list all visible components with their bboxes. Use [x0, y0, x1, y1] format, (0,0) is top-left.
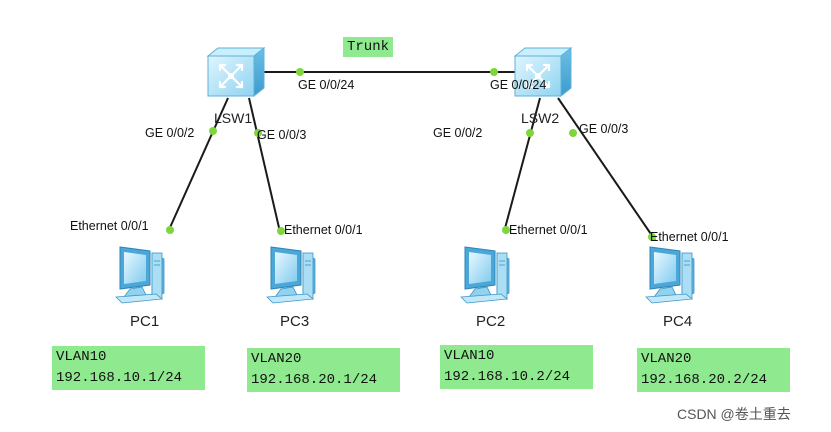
vlan-name: VLAN10 — [56, 349, 107, 365]
ip-address: 192.168.20.2/24 — [641, 372, 768, 388]
port-label: GE 0/0/24 — [298, 78, 354, 92]
desktop-pc-icon[interactable] — [266, 246, 316, 304]
link-lsw2-pc2 — [503, 97, 541, 233]
port-label: Ethernet 0/0/1 — [650, 230, 729, 244]
ip-address: 192.168.10.1/24 — [56, 370, 183, 386]
vlan-name: VLAN10 — [444, 348, 495, 364]
trunk-label: Trunk — [343, 37, 394, 57]
port-label: Ethernet 0/0/1 — [509, 223, 588, 237]
pc-name: PC3 — [280, 313, 309, 330]
pc-name: PC1 — [130, 313, 159, 330]
ip-address: 192.168.10.2/24 — [444, 369, 571, 385]
port-dot — [490, 68, 498, 76]
vlan-ip-box: VLAN10 192.168.10.1/24 — [52, 346, 205, 390]
ip-address: 192.168.20.1/24 — [251, 372, 378, 388]
vlan-ip-box: VLAN20 192.168.20.1/24 — [247, 348, 400, 392]
port-dot — [254, 129, 262, 137]
desktop-pc-icon[interactable] — [645, 246, 695, 304]
vlan-name: VLAN20 — [251, 351, 302, 367]
port-dot — [296, 68, 304, 76]
switch-name: LSW1 — [214, 110, 252, 126]
port-label: GE 0/0/3 — [579, 122, 628, 136]
links — [167, 71, 656, 241]
port-dot — [166, 226, 174, 234]
port-label: GE 0/0/2 — [433, 126, 482, 140]
pc-name: PC2 — [476, 313, 505, 330]
port-label: Ethernet 0/0/1 — [70, 219, 149, 233]
pc-name: PC4 — [663, 313, 692, 330]
vlan-ip-box: VLAN20 192.168.20.2/24 — [637, 348, 790, 392]
port-label: GE 0/0/3 — [257, 128, 306, 142]
port-label: Ethernet 0/0/1 — [284, 223, 363, 237]
port-dot — [502, 226, 510, 234]
port-label: GE 0/0/24 — [490, 78, 546, 92]
watermark: CSDN @卷土重去 — [677, 406, 791, 422]
layer3-switch-icon[interactable] — [206, 46, 266, 98]
vlan-name: VLAN20 — [641, 351, 692, 367]
vlan-ip-box: VLAN10 192.168.10.2/24 — [440, 345, 593, 389]
port-dot — [526, 129, 534, 137]
port-dot — [277, 227, 285, 235]
port-dot — [648, 233, 656, 241]
link-lsw1-pc3 — [248, 97, 281, 233]
link-lsw1-pc1 — [167, 97, 229, 233]
port-dots — [166, 68, 656, 241]
port-label: GE 0/0/2 — [145, 126, 194, 140]
port-dot — [569, 129, 577, 137]
desktop-pc-icon[interactable] — [460, 246, 510, 304]
switch-name: LSW2 — [521, 110, 559, 126]
port-dot — [209, 127, 217, 135]
desktop-pc-icon[interactable] — [115, 246, 165, 304]
link-lsw2-pc4 — [557, 97, 656, 241]
